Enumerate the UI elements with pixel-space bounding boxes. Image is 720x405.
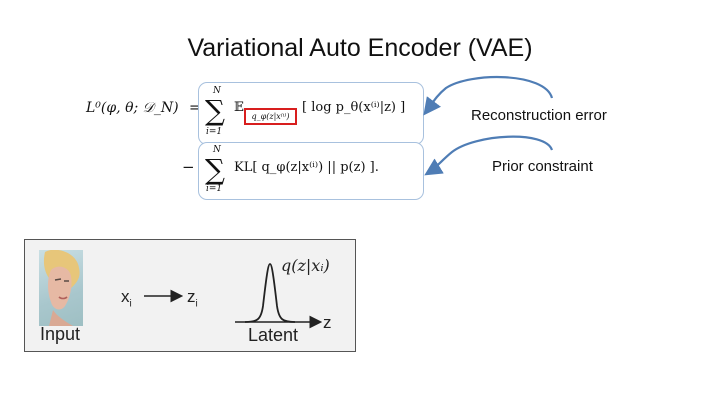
sum-upper-limit-2: N (213, 145, 221, 155)
z-symbol: z (187, 287, 196, 306)
prior-constraint-label: Prior constraint (492, 158, 593, 175)
sigma-symbol-1: ∑ (205, 94, 225, 127)
vae-diagram-panel: Input xi zi q(z|xᵢ) Latent z (24, 239, 356, 352)
slide-title: Variational Auto Encoder (VAE) (187, 34, 533, 62)
diagram-shapes (144, 263, 323, 329)
equation-equals: = (189, 100, 201, 116)
sum-lower-limit-2: i=1 (206, 184, 223, 194)
z-i-label: zi (187, 287, 198, 309)
face-illustration (44, 250, 80, 326)
expectation-symbol: 𝔼 (234, 100, 244, 115)
minus-sign: − (182, 158, 195, 176)
x-i-label: xi (121, 287, 132, 309)
posterior-gaussian-curve (244, 263, 296, 323)
x-symbol: x (121, 287, 130, 306)
z-subscript: i (195, 298, 198, 310)
sum-upper-limit-1: N (213, 86, 221, 96)
encoder-subscript-text: q_φ(z|x⁽ⁱ⁾) (251, 112, 290, 121)
sigma-symbol-2: ∑ (205, 153, 225, 186)
posterior-label: q(z|xᵢ) (281, 256, 330, 275)
input-face-image (39, 250, 83, 326)
latent-axis-label: z (323, 313, 332, 332)
latent-label: Latent (248, 325, 299, 345)
equation-lhs-text: L⁰(φ, θ; 𝒟_N) (86, 100, 179, 116)
sum-lower-limit-1: i=1 (206, 127, 223, 137)
reconstruction-error-label: Reconstruction error (471, 107, 607, 124)
highlighted-encoder-subscript: q_φ(z|x⁽ⁱ⁾) (244, 108, 297, 125)
input-label: Input (40, 324, 81, 344)
equation-lhs: L⁰(φ, θ; 𝒟_N) = (86, 100, 201, 116)
prior-term-box (198, 142, 424, 200)
kl-divergence-term: KL[ q_φ(z|x⁽ⁱ⁾) || p(z) ]. (234, 160, 379, 175)
log-likelihood-term: [ log p_θ(x⁽ⁱ⁾|z) ] (302, 100, 406, 115)
x-subscript: i (129, 298, 132, 310)
